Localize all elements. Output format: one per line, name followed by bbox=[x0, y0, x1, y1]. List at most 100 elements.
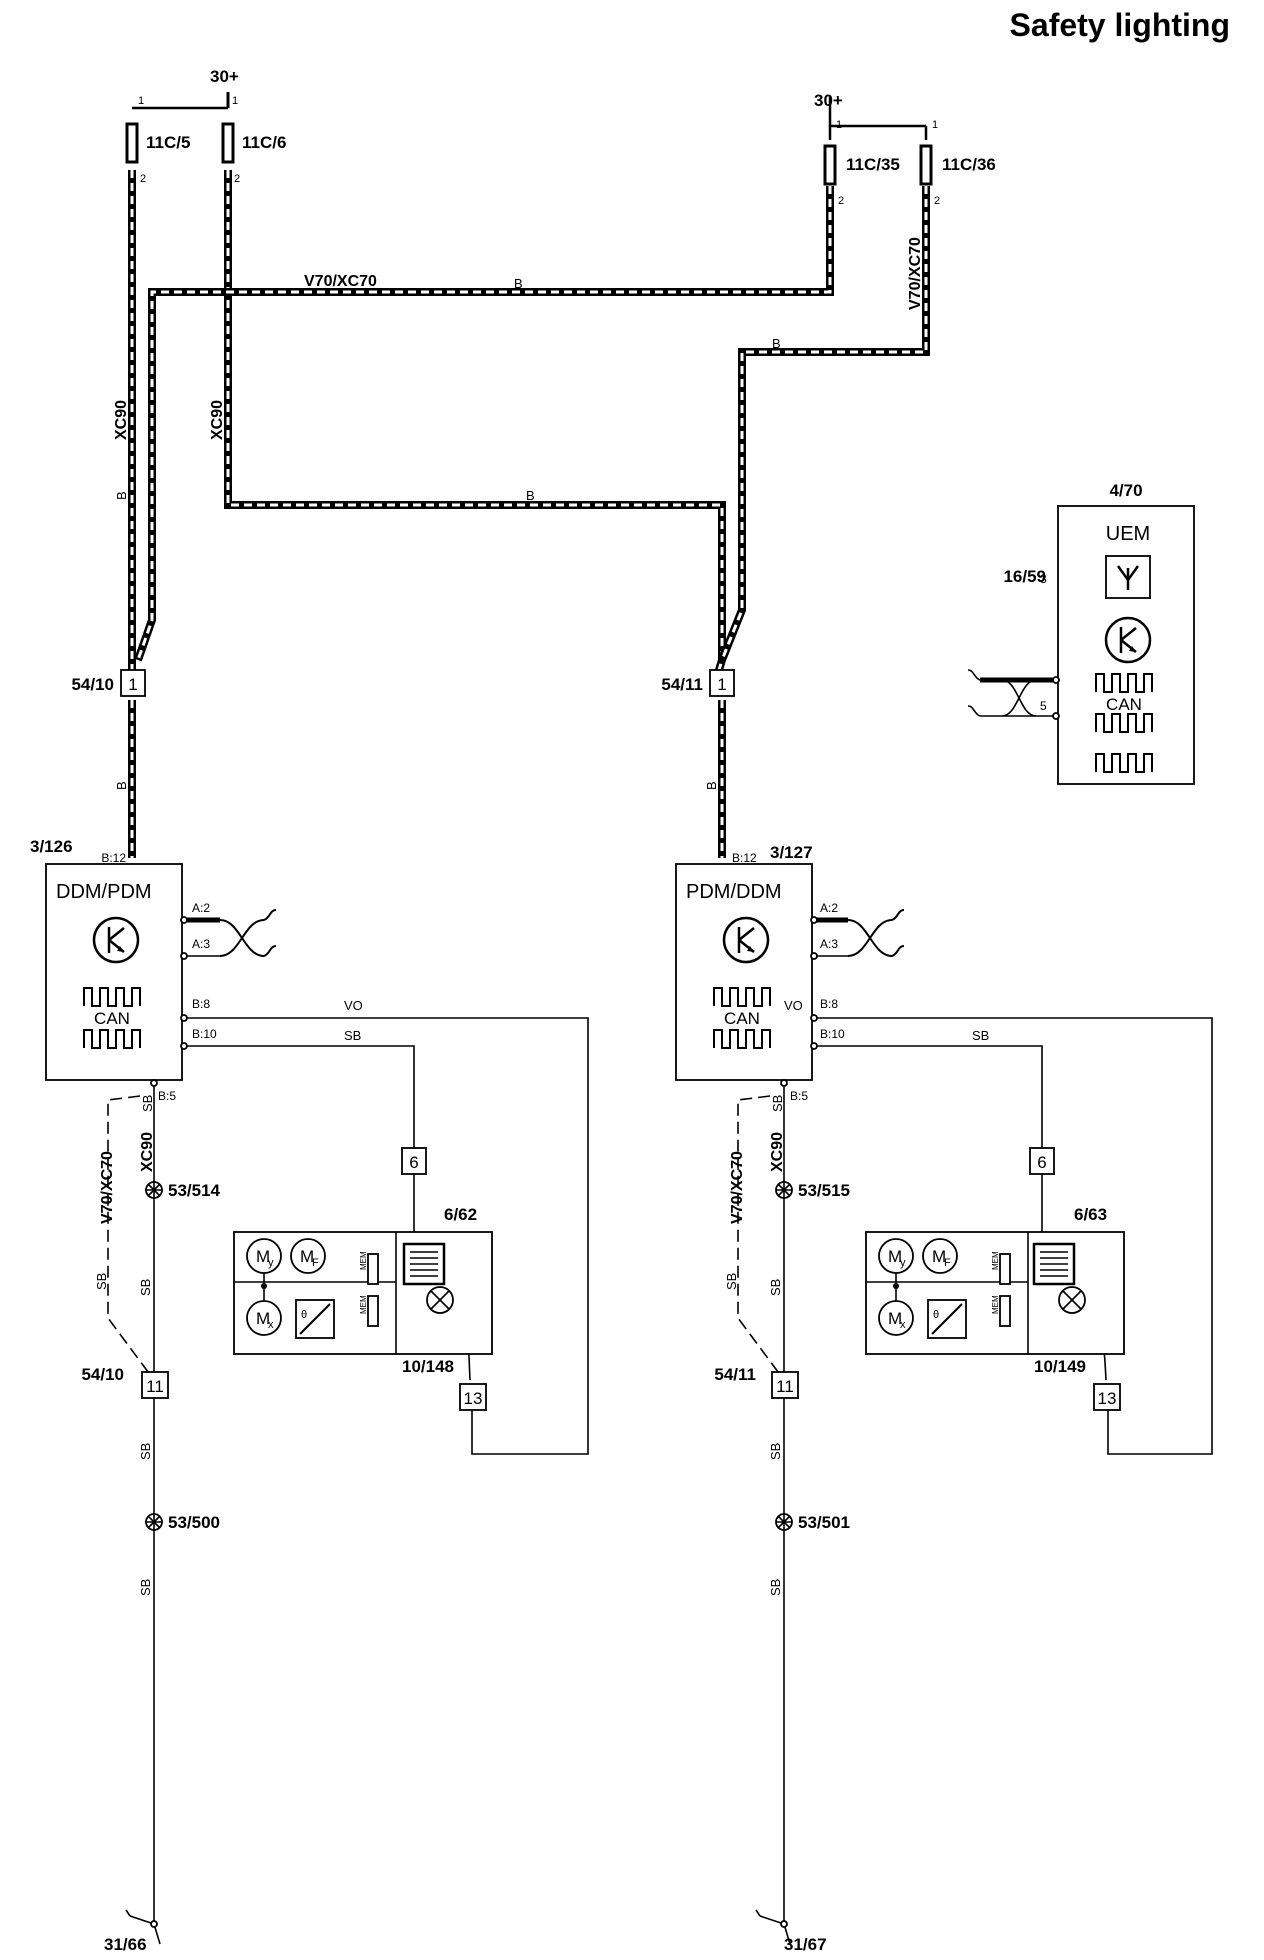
svg-text:10/149: 10/149 bbox=[1034, 1357, 1086, 1376]
svg-text:B:8: B:8 bbox=[192, 997, 210, 1011]
svg-text:4/70: 4/70 bbox=[1109, 481, 1142, 500]
svg-text:M: M bbox=[932, 1247, 946, 1266]
svg-text:MEM: MEM bbox=[359, 1251, 368, 1270]
variant-label-v70: V70/XC70 bbox=[729, 1151, 746, 1224]
svg-text:13: 13 bbox=[464, 1389, 483, 1408]
svg-text:B:10: B:10 bbox=[192, 1027, 217, 1041]
variant-label-v70-top: V70/XC70 bbox=[304, 273, 377, 290]
wire-color-sb: SB bbox=[768, 1579, 783, 1596]
svg-text:1: 1 bbox=[138, 95, 144, 107]
variant-label-xc90: XC90 bbox=[139, 1132, 156, 1172]
supply-30-left: 30+ bbox=[210, 67, 239, 86]
connector-54-11-lower: 11 54/11 bbox=[714, 1365, 799, 1399]
svg-text:M: M bbox=[256, 1247, 270, 1266]
svg-text:54/11: 54/11 bbox=[661, 675, 703, 694]
splice-53-514: 53/514 bbox=[145, 1181, 221, 1200]
svg-text:A:2: A:2 bbox=[820, 901, 838, 915]
svg-text:B:12: B:12 bbox=[732, 851, 757, 865]
wire-color-b: B bbox=[772, 336, 781, 351]
wire-color-sb: SB bbox=[344, 1028, 361, 1043]
mirror-left: 6/62 My MF Mx θ MEM MEM 10/148 bbox=[233, 1205, 493, 1376]
svg-text:11C/36: 11C/36 bbox=[942, 155, 996, 174]
fuse-11c36: 1 2 11C/36 bbox=[919, 119, 996, 207]
wire-color-sb: SB bbox=[138, 1279, 153, 1296]
svg-text:54/10: 54/10 bbox=[81, 1365, 124, 1384]
svg-text:1: 1 bbox=[717, 675, 726, 694]
svg-text:B:10: B:10 bbox=[820, 1027, 845, 1041]
svg-text:x: x bbox=[900, 1319, 906, 1331]
connector-pin-6-left: 6 bbox=[401, 1147, 427, 1175]
svg-text:M: M bbox=[300, 1247, 314, 1266]
wire-color-sb: SB bbox=[140, 1095, 155, 1112]
connector-pin-13-right: 13 bbox=[1093, 1383, 1121, 1411]
svg-text:M: M bbox=[256, 1309, 270, 1328]
svg-text:53/515: 53/515 bbox=[798, 1181, 850, 1200]
wire-color-b: B bbox=[526, 488, 535, 503]
connector-54-10: 1 54/10 bbox=[71, 669, 146, 697]
fuse-11c5: 1 2 11C/5 bbox=[125, 95, 190, 185]
fuse-11c35: 1 2 11C/35 bbox=[823, 119, 900, 207]
svg-text:11: 11 bbox=[146, 1377, 164, 1396]
svg-text:11C/35: 11C/35 bbox=[846, 155, 900, 174]
wire-color-sb: SB bbox=[972, 1028, 989, 1043]
variant-label-xc90: XC90 bbox=[769, 1132, 786, 1172]
wire-color-sb: SB bbox=[94, 1273, 109, 1290]
wire-color-sb: SB bbox=[768, 1279, 783, 1296]
svg-text:31/67: 31/67 bbox=[784, 1935, 827, 1954]
svg-text:M: M bbox=[888, 1309, 902, 1328]
svg-text:2: 2 bbox=[234, 173, 240, 185]
splice-53-515: 53/515 bbox=[775, 1181, 850, 1200]
wire-color-sb: SB bbox=[768, 1443, 783, 1460]
splice-53-500: 53/500 bbox=[145, 1513, 220, 1532]
uem-module: 4/70 UEM CAN 3 5 16/59 bbox=[967, 481, 1195, 785]
variant-label-v70: V70/XC70 bbox=[99, 1151, 116, 1224]
svg-text:53/501: 53/501 bbox=[798, 1513, 850, 1532]
wire-color-sb: SB bbox=[724, 1273, 739, 1290]
svg-text:PDM/DDM: PDM/DDM bbox=[686, 881, 782, 903]
svg-text:θ: θ bbox=[933, 1309, 939, 1321]
connector-pin-13-left: 13 bbox=[459, 1383, 487, 1411]
svg-text:11C/6: 11C/6 bbox=[242, 133, 286, 152]
wire-color-b: B bbox=[114, 491, 129, 500]
svg-text:CAN: CAN bbox=[724, 1009, 760, 1028]
svg-text:31/66: 31/66 bbox=[104, 1935, 147, 1954]
svg-text:11: 11 bbox=[776, 1377, 794, 1396]
svg-text:6/63: 6/63 bbox=[1074, 1205, 1107, 1224]
svg-text:1: 1 bbox=[232, 95, 238, 107]
svg-text:3/127: 3/127 bbox=[770, 843, 813, 862]
door-module-right: 3/127 B:12 PDM/DDM CAN A:2 A:3 B:8 B:10 … bbox=[675, 843, 905, 1103]
svg-text:M: M bbox=[888, 1247, 902, 1266]
svg-text:x: x bbox=[268, 1319, 274, 1331]
svg-text:6: 6 bbox=[409, 1153, 418, 1172]
svg-text:B:5: B:5 bbox=[158, 1089, 176, 1103]
svg-text:1: 1 bbox=[932, 119, 938, 131]
wire-color-vo: VO bbox=[784, 998, 803, 1013]
ground-31-66: 31/66 bbox=[104, 1909, 158, 1954]
fuse-11c6: 1 2 11C/6 bbox=[221, 95, 286, 185]
svg-text:UEM: UEM bbox=[1106, 523, 1150, 545]
svg-text:y: y bbox=[900, 1257, 906, 1269]
svg-text:54/11: 54/11 bbox=[714, 1365, 756, 1384]
svg-text:2: 2 bbox=[140, 173, 146, 185]
wire-color-b: B bbox=[114, 781, 129, 790]
svg-text:A:3: A:3 bbox=[820, 937, 838, 951]
svg-text:53/500: 53/500 bbox=[168, 1513, 220, 1532]
variant-label-v70: V70/XC70 bbox=[907, 237, 924, 310]
svg-text:MEM: MEM bbox=[991, 1295, 1000, 1314]
wire-color-vo: VO bbox=[344, 998, 363, 1013]
svg-text:B:5: B:5 bbox=[790, 1089, 808, 1103]
svg-text:MEM: MEM bbox=[359, 1295, 368, 1314]
wire-color-sb: SB bbox=[138, 1579, 153, 1596]
battery-wires bbox=[128, 92, 930, 858]
variant-label-xc90: XC90 bbox=[113, 400, 130, 440]
left-lower-wiring bbox=[107, 1017, 589, 1945]
svg-text:CAN: CAN bbox=[94, 1009, 130, 1028]
svg-text:5: 5 bbox=[1040, 699, 1047, 713]
svg-text:A:2: A:2 bbox=[192, 901, 210, 915]
svg-text:B:8: B:8 bbox=[820, 997, 838, 1011]
svg-text:DDM/PDM: DDM/PDM bbox=[56, 881, 152, 903]
wire-color-b: B bbox=[704, 781, 719, 790]
svg-text:6/62: 6/62 bbox=[444, 1205, 477, 1224]
svg-text:1: 1 bbox=[836, 119, 842, 131]
svg-text:y: y bbox=[268, 1257, 274, 1269]
